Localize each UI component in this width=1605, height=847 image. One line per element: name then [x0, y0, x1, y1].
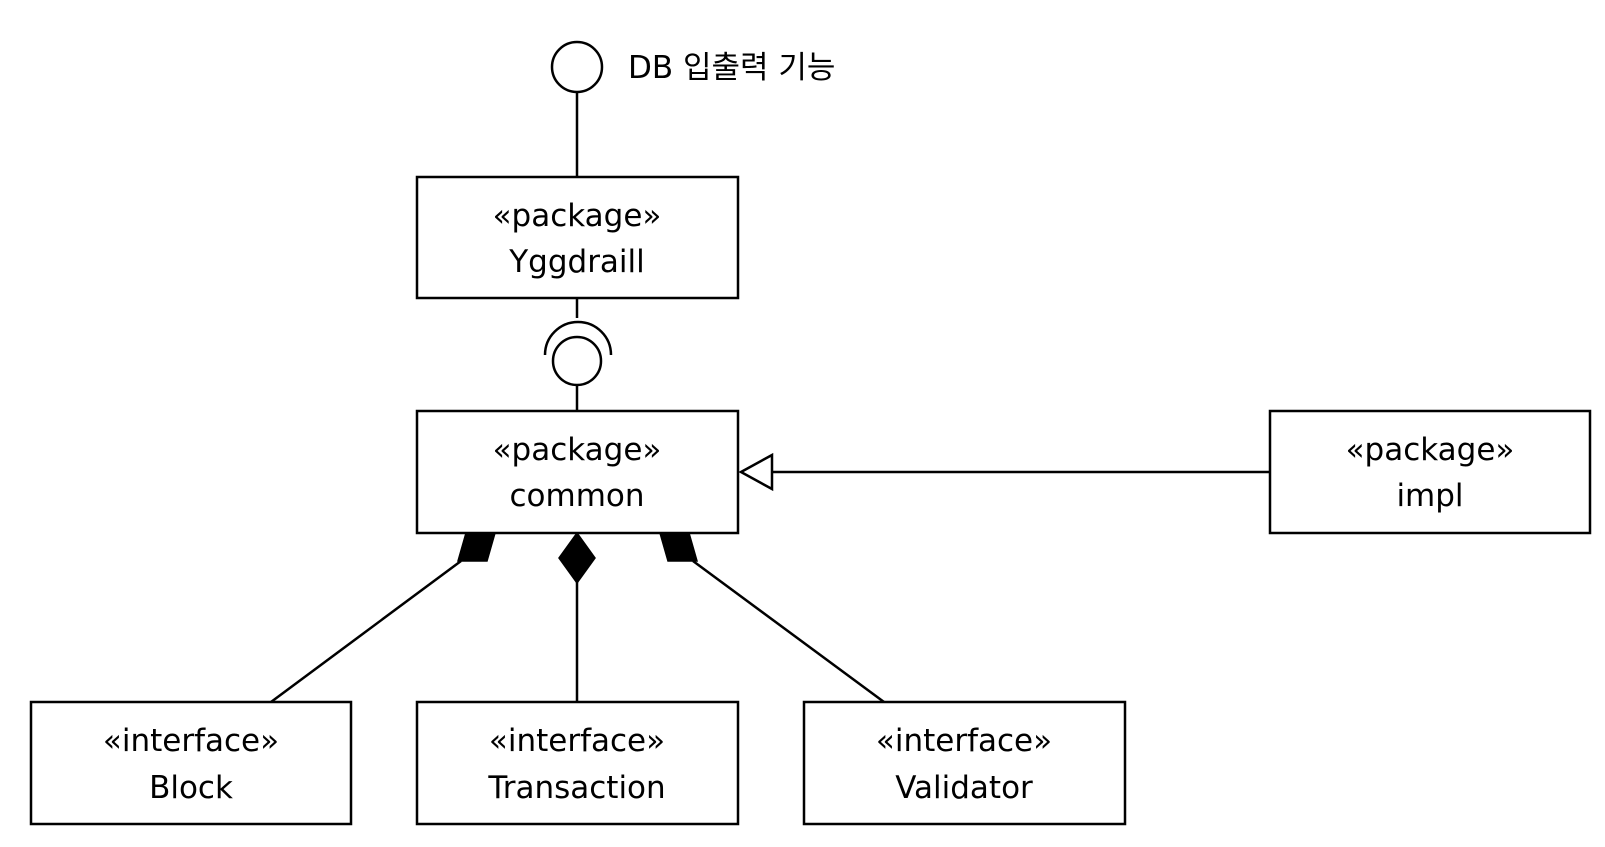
node-name: Yggdraill: [508, 244, 645, 280]
node-block: «interface» Block: [29, 700, 353, 826]
node-stereotype: «interface»: [876, 723, 1052, 759]
node-name: Validator: [895, 770, 1033, 806]
provided-interface-lollipop-icon: [550, 40, 604, 94]
composition-diamond-icon: [457, 532, 496, 562]
node-name: common: [509, 478, 644, 514]
node-name: Transaction: [487, 770, 665, 806]
node-common: «package» common: [415, 409, 740, 535]
edge-common-block: [270, 559, 462, 704]
node-stereotype: «interface»: [489, 723, 665, 759]
node-name: Block: [149, 770, 233, 806]
db-interface-label: DB 입출력 기능: [628, 50, 835, 86]
required-interface-socket-icon: [543, 320, 613, 356]
composition-diamond-icon: [558, 531, 596, 585]
node-impl: «package» impl: [1268, 409, 1592, 535]
node-transaction: «interface» Transaction: [415, 700, 740, 826]
generalization-arrowhead-icon: [738, 452, 774, 492]
node-stereotype: «interface»: [103, 723, 279, 759]
node-validator: «interface» Validator: [802, 700, 1127, 826]
node-name: impl: [1396, 478, 1463, 514]
edge-common-validator: [692, 559, 885, 704]
node-yggdraill: «package» Yggdraill: [415, 175, 740, 300]
node-stereotype: «package»: [1346, 432, 1515, 468]
node-stereotype: «package»: [493, 432, 662, 468]
provided-interface-ball-icon: [551, 335, 603, 387]
composition-diamond-icon: [659, 532, 698, 562]
node-stereotype: «package»: [493, 198, 662, 234]
db-interface: DB 입출력 기능: [550, 40, 835, 94]
